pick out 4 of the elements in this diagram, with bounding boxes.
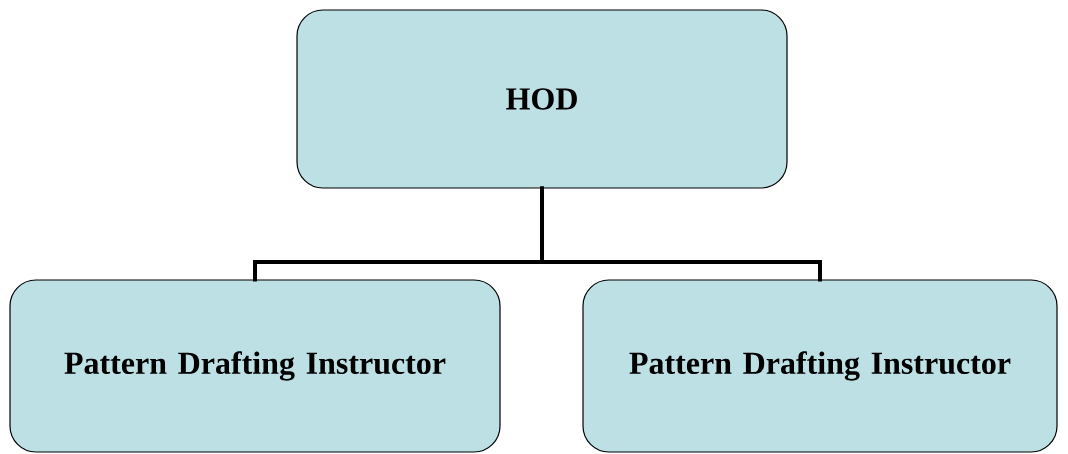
org-box: Pattern Drafting Instructor <box>582 279 1058 453</box>
connector-line <box>540 186 822 282</box>
org-box: Pattern Drafting Instructor <box>9 279 501 453</box>
org-box: HOD <box>296 9 788 189</box>
